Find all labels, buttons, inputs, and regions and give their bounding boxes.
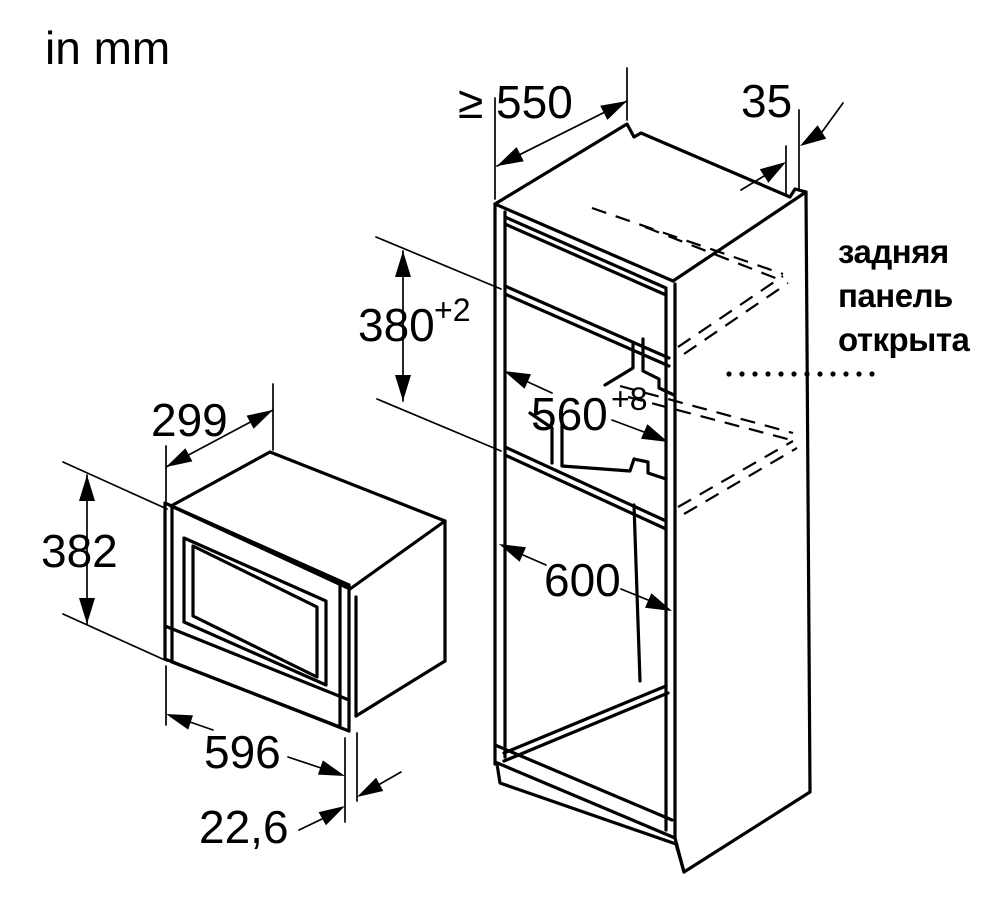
- note-line-3: открыта: [838, 321, 971, 358]
- niche-height-tolerance: +2: [434, 292, 470, 328]
- front-protrusion-value: 22,6: [199, 801, 289, 853]
- unit-label: in mm: [45, 22, 170, 74]
- niche-height-value: 380: [358, 299, 435, 351]
- appliance-depth-value: 299: [151, 394, 228, 446]
- cable-cutout-lower: [528, 411, 668, 481]
- cabinet-width-value: 600: [544, 554, 621, 606]
- note-line-2: панель: [838, 277, 953, 314]
- dimension-appliance-depth: 299: [151, 383, 274, 502]
- cabinet-drawing: [493, 122, 812, 874]
- niche-width-tolerance: +8: [611, 381, 647, 417]
- appliance-height-value: 382: [41, 525, 118, 577]
- dimension-cabinet-depth: ≥ 550: [458, 67, 628, 200]
- dimension-cabinet-width: 600: [499, 544, 672, 611]
- dimension-appliance-width: 596: [165, 665, 346, 823]
- niche-width-value: 560: [531, 388, 608, 440]
- cabinet-depth-value: ≥ 550: [458, 76, 573, 128]
- cabinet-hidden-edges: [591, 206, 798, 515]
- rear-panel-leader-dots: [726, 371, 875, 377]
- microwave-drawing: [163, 450, 447, 733]
- dimension-niche-height: 380 +2: [358, 236, 502, 452]
- cable-cutout-upper: [603, 337, 676, 397]
- rear-panel-note: задняя панель открыта: [838, 233, 971, 358]
- dimension-niche-width: 560 +8: [504, 371, 668, 442]
- rear-gap-value: 35: [741, 75, 792, 127]
- dimension-appliance-height: 382: [41, 461, 168, 662]
- appliance-width-value: 596: [204, 726, 281, 778]
- dimension-rear-gap: 35: [740, 75, 844, 195]
- dimension-front-protrusion: 22,6: [199, 732, 402, 853]
- note-line-1: задняя: [838, 233, 949, 270]
